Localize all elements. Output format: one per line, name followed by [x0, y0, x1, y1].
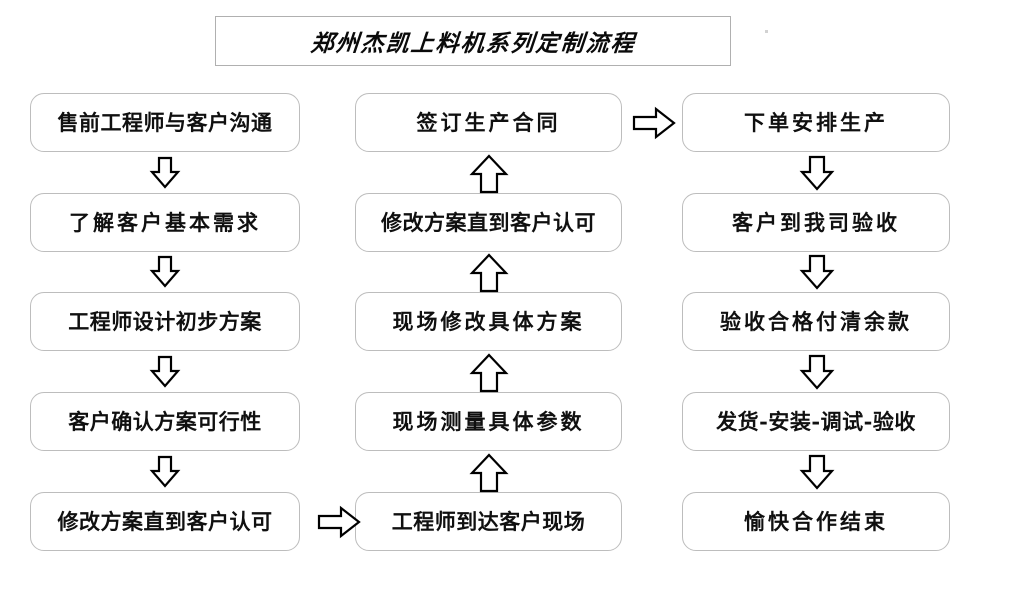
node-label: 客户确认方案可行性 — [68, 409, 262, 434]
arrow-up-icon-4 — [468, 453, 510, 493]
node-onsite-revise-plan[interactable]: 现场修改具体方案 — [355, 292, 622, 351]
arrow-down-icon-8 — [798, 454, 836, 490]
node-label: 下单安排生产 — [744, 110, 888, 135]
node-pay-balance-on-acceptance[interactable]: 验收合格付清余款 — [682, 292, 950, 351]
node-onsite-measure-parameters[interactable]: 现场测量具体参数 — [355, 392, 622, 451]
node-sign-production-contract[interactable]: 签订生产合同 — [355, 93, 622, 152]
node-label: 发货-安装-调试-验收 — [716, 409, 916, 434]
node-label: 验收合格付清余款 — [720, 309, 912, 334]
arrow-down-icon-1 — [148, 156, 182, 189]
node-label: 工程师设计初步方案 — [68, 309, 262, 334]
arrow-up-icon-1 — [468, 154, 510, 194]
arrow-down-icon-4 — [148, 455, 182, 488]
node-pre-sales-communication[interactable]: 售前工程师与客户沟通 — [30, 93, 300, 152]
node-understand-requirements[interactable]: 了解客户基本需求 — [30, 193, 300, 252]
arrow-down-icon-7 — [798, 354, 836, 390]
node-label: 修改方案直到客户认可 — [57, 509, 273, 534]
arrow-right-icon-top — [632, 106, 676, 140]
node-label: 愉快合作结束 — [744, 509, 888, 534]
arrow-down-icon-6 — [798, 254, 836, 290]
node-label: 现场修改具体方案 — [392, 309, 585, 334]
node-revise-until-approved-left[interactable]: 修改方案直到客户认可 — [30, 492, 300, 551]
arrow-right-icon-bottom — [317, 505, 361, 539]
chart-title-box: 郑州杰凯上料机系列定制流程 — [215, 16, 731, 66]
node-label: 修改方案直到客户认可 — [381, 210, 596, 235]
node-place-order-schedule-production[interactable]: 下单安排生产 — [682, 93, 950, 152]
node-label: 签订生产合同 — [416, 110, 561, 135]
node-label: 现场测量具体参数 — [392, 409, 585, 434]
node-cooperation-complete[interactable]: 愉快合作结束 — [682, 492, 950, 551]
node-revise-until-approved-mid[interactable]: 修改方案直到客户认可 — [355, 193, 622, 252]
arrow-up-icon-2 — [468, 253, 510, 293]
page-title: 郑州杰凯上料机系列定制流程 — [309, 30, 637, 57]
node-customer-inspection-at-factory[interactable]: 客户到我司验收 — [682, 193, 950, 252]
arrow-down-icon-2 — [148, 255, 182, 288]
arrow-down-icon-3 — [148, 355, 182, 388]
node-label: 售前工程师与客户沟通 — [57, 110, 273, 135]
node-engineer-initial-design[interactable]: 工程师设计初步方案 — [30, 292, 300, 351]
arrow-down-icon-5 — [798, 155, 836, 191]
stray-dot-mark — [765, 30, 768, 33]
node-label: 客户到我司验收 — [732, 210, 900, 235]
node-customer-confirms-feasibility[interactable]: 客户确认方案可行性 — [30, 392, 300, 451]
node-label: 工程师到达客户现场 — [391, 509, 586, 534]
node-engineer-arrives-onsite[interactable]: 工程师到达客户现场 — [355, 492, 622, 551]
node-ship-install-debug-accept[interactable]: 发货-安装-调试-验收 — [682, 392, 950, 451]
node-label: 了解客户基本需求 — [69, 210, 261, 235]
arrow-up-icon-3 — [468, 353, 510, 393]
